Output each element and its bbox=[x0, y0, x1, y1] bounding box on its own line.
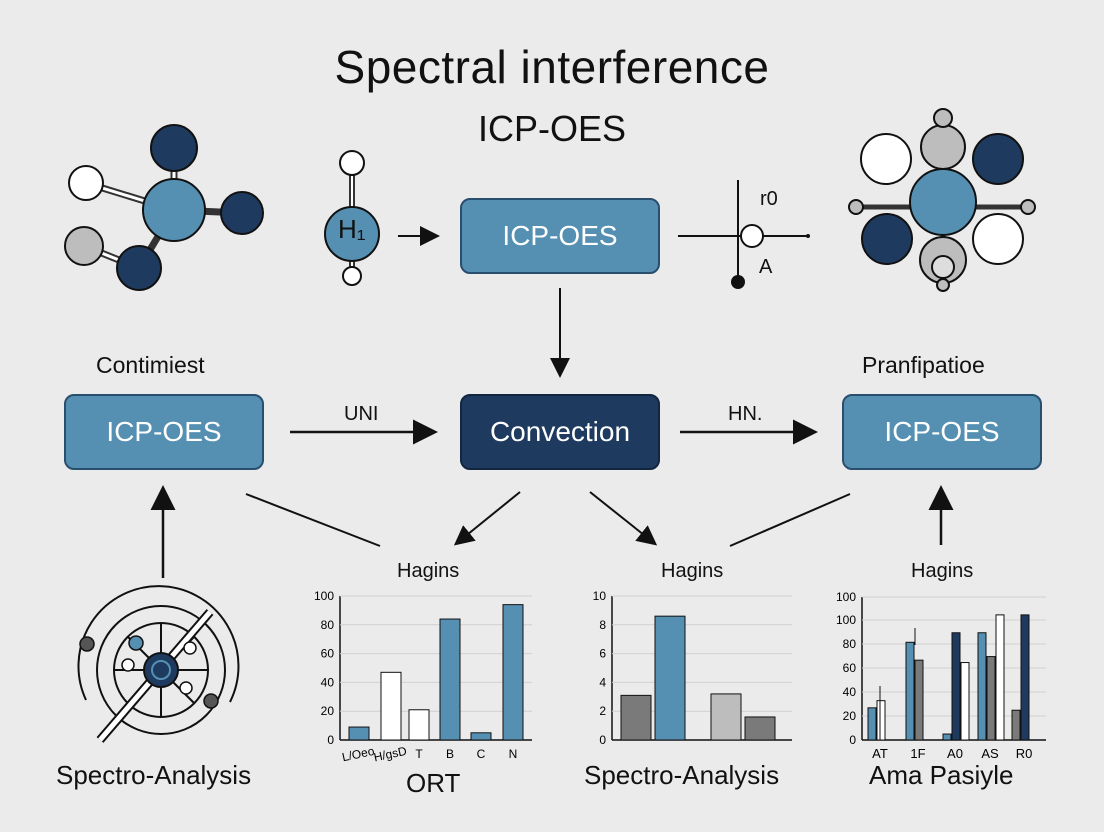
chart3-bar bbox=[876, 700, 886, 741]
chart3-ytick-label: 20 bbox=[843, 709, 857, 723]
chart1-ytick-label: 0 bbox=[327, 733, 334, 747]
chart3-bar bbox=[942, 733, 952, 741]
arrow-label-right: HN. bbox=[728, 403, 763, 425]
chart1-ytick-label: 60 bbox=[321, 647, 335, 661]
chart1-ytick-label: 20 bbox=[321, 704, 335, 718]
icp-oes-left-node[interactable]: ICP-OES bbox=[64, 394, 264, 470]
chart3-ytick-label: 60 bbox=[843, 661, 857, 675]
icp-oes-right-node[interactable]: ICP-OES bbox=[842, 394, 1042, 470]
arrow-label-left: UNI bbox=[344, 403, 379, 425]
chart3-bar bbox=[914, 659, 924, 741]
chart1-bar bbox=[348, 726, 370, 741]
chart3-bar bbox=[867, 707, 877, 741]
chart2-bar bbox=[744, 716, 776, 741]
a-label: A bbox=[759, 256, 773, 278]
molecule-right-icon bbox=[848, 108, 1036, 292]
chart2-bar bbox=[710, 693, 742, 741]
chart2-ytick-label: 6 bbox=[599, 647, 606, 661]
chart3-bar bbox=[986, 656, 996, 741]
chart3-xtick-label: A0 bbox=[947, 746, 963, 761]
chart1-xtick-label: T bbox=[415, 747, 423, 761]
chart2-ytick-label: 8 bbox=[599, 618, 606, 632]
chart3-ytick-label: 0 bbox=[849, 733, 856, 747]
chart1-xtick-label: C bbox=[477, 747, 486, 761]
diagram-title: Spectral interference bbox=[334, 41, 770, 93]
chart3-xtick-label: AS bbox=[981, 746, 999, 761]
chart3-bar bbox=[995, 614, 1005, 741]
crosshair-icon bbox=[678, 180, 810, 289]
chart2-ytick-label: 2 bbox=[599, 704, 606, 718]
caption-ort: ORT bbox=[406, 768, 461, 798]
spectro-target-icon bbox=[77, 585, 240, 743]
convection-node[interactable]: Convection bbox=[460, 394, 660, 470]
chart1-bar bbox=[439, 618, 461, 741]
caption-spectro-analysis-left: Spectro-Analysis bbox=[56, 760, 252, 790]
chart1-ytick-label: 80 bbox=[321, 618, 335, 632]
chart1-bar bbox=[408, 709, 430, 741]
chart3-ytick-label: 100 bbox=[836, 613, 856, 627]
chart1-bar bbox=[502, 604, 524, 741]
row-label-left: Contimiest bbox=[96, 352, 205, 378]
diagram-subtitle: ICP-OES bbox=[477, 108, 627, 149]
row-label-right: Pranfipatioe bbox=[862, 352, 985, 378]
caption-spectro-analysis-center: Spectro-Analysis bbox=[584, 760, 780, 790]
hydrogen-atom-icon bbox=[324, 150, 380, 286]
chart1-ytick-label: 40 bbox=[321, 675, 335, 689]
chart3-bar bbox=[951, 632, 961, 741]
chart3-ytick-label: 80 bbox=[843, 637, 857, 651]
chart2-ytick-label: 0 bbox=[599, 733, 606, 747]
chart3-xtick-label: R0 bbox=[1016, 746, 1033, 761]
chart3-xtick-label: AT bbox=[872, 746, 888, 761]
chart1-xtick-label: B bbox=[446, 747, 454, 761]
molecule-left-icon bbox=[64, 124, 264, 291]
chart1-bar bbox=[380, 671, 402, 741]
chart1-ytick-label: 100 bbox=[314, 589, 334, 603]
chart2-bar bbox=[620, 694, 652, 741]
chart2-header: Hagins bbox=[661, 560, 724, 582]
chart3-bar bbox=[1020, 614, 1030, 741]
chart1-xtick-label: L/Oeo bbox=[341, 744, 376, 765]
icp-oes-top-node[interactable]: ICP-OES bbox=[460, 198, 660, 274]
chart3-xtick-label: 1F bbox=[910, 746, 925, 761]
r0-label: r0 bbox=[760, 188, 778, 210]
chart1-bar bbox=[470, 732, 492, 741]
caption-ama-pasiyle: Ama Pasiyle bbox=[869, 760, 1014, 790]
chart1-xtick-label: N bbox=[509, 747, 518, 761]
chart3-ytick-label: 100 bbox=[836, 590, 856, 604]
chart2-bar bbox=[654, 615, 686, 741]
chart3-bar bbox=[977, 632, 987, 741]
chart3-header: Hagins bbox=[911, 560, 974, 582]
chart3-bar bbox=[905, 641, 915, 741]
chart1-header: Hagins bbox=[397, 560, 460, 582]
chart1-xtick-label: H/gsD bbox=[372, 744, 408, 765]
chart2-ytick-label: 10 bbox=[593, 589, 607, 603]
chart3-ytick-label: 40 bbox=[843, 685, 857, 699]
chart3-bar bbox=[960, 662, 970, 741]
chart2-ytick-label: 4 bbox=[599, 675, 606, 689]
chart3-bar bbox=[1011, 709, 1021, 741]
hydrogen-badge-label: H₁ bbox=[338, 214, 366, 244]
